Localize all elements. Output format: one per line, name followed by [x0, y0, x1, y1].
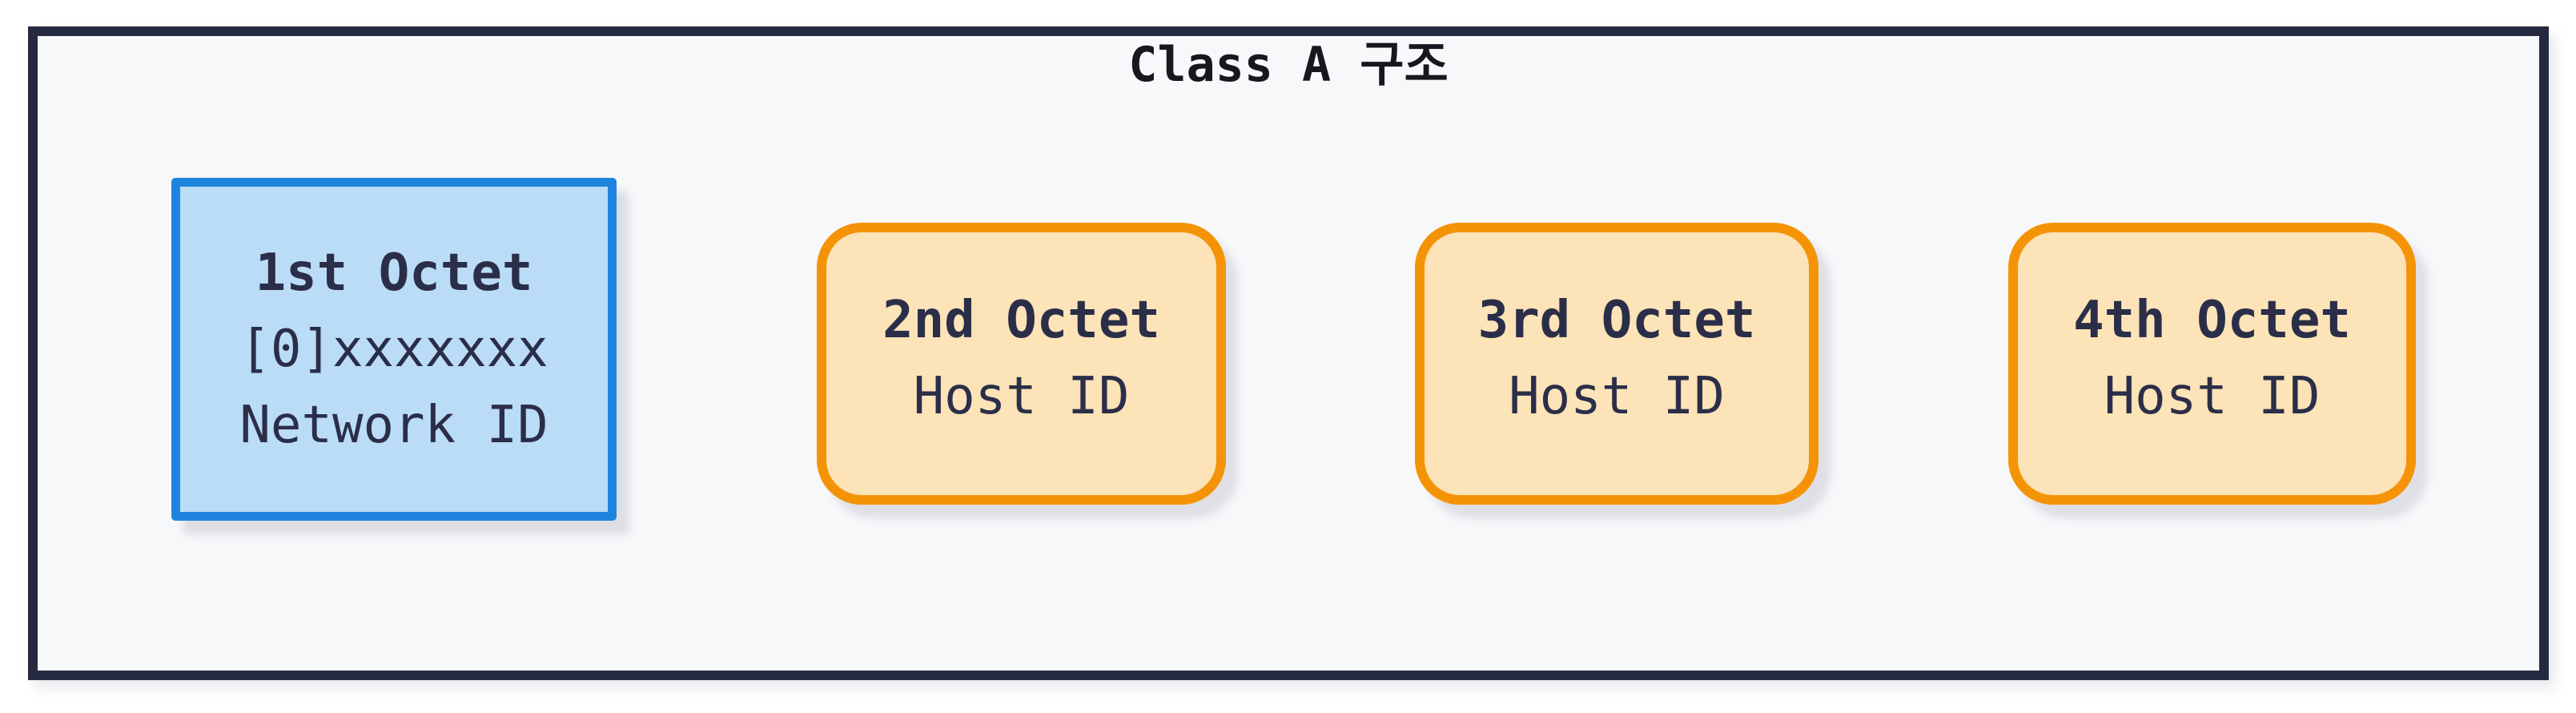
octet-2-role-label: Host ID [913, 366, 1130, 426]
octet-box-2-host: 2nd Octet Host ID [817, 223, 1226, 505]
octet-1-bit-pattern: [0]xxxxxxx [239, 320, 549, 379]
octet-4-title: 4th Octet [2073, 290, 2351, 350]
octet-box-3-host: 3rd Octet Host ID [1415, 223, 1818, 505]
diagram-title: Class A 구조 [1128, 37, 1449, 93]
octet-1-role-label: Network ID [239, 396, 549, 455]
octet-3-role-label: Host ID [1509, 366, 1725, 426]
octet-3-title: 3rd Octet [1477, 290, 1756, 350]
octet-box-4-host: 4th Octet Host ID [2008, 223, 2416, 505]
octet-2-title: 2nd Octet [882, 290, 1160, 350]
octet-1-title: 1st Octet [255, 244, 533, 303]
octet-4-role-label: Host ID [2104, 366, 2321, 426]
octet-box-1-network: 1st Octet [0]xxxxxxx Network ID [171, 178, 617, 521]
